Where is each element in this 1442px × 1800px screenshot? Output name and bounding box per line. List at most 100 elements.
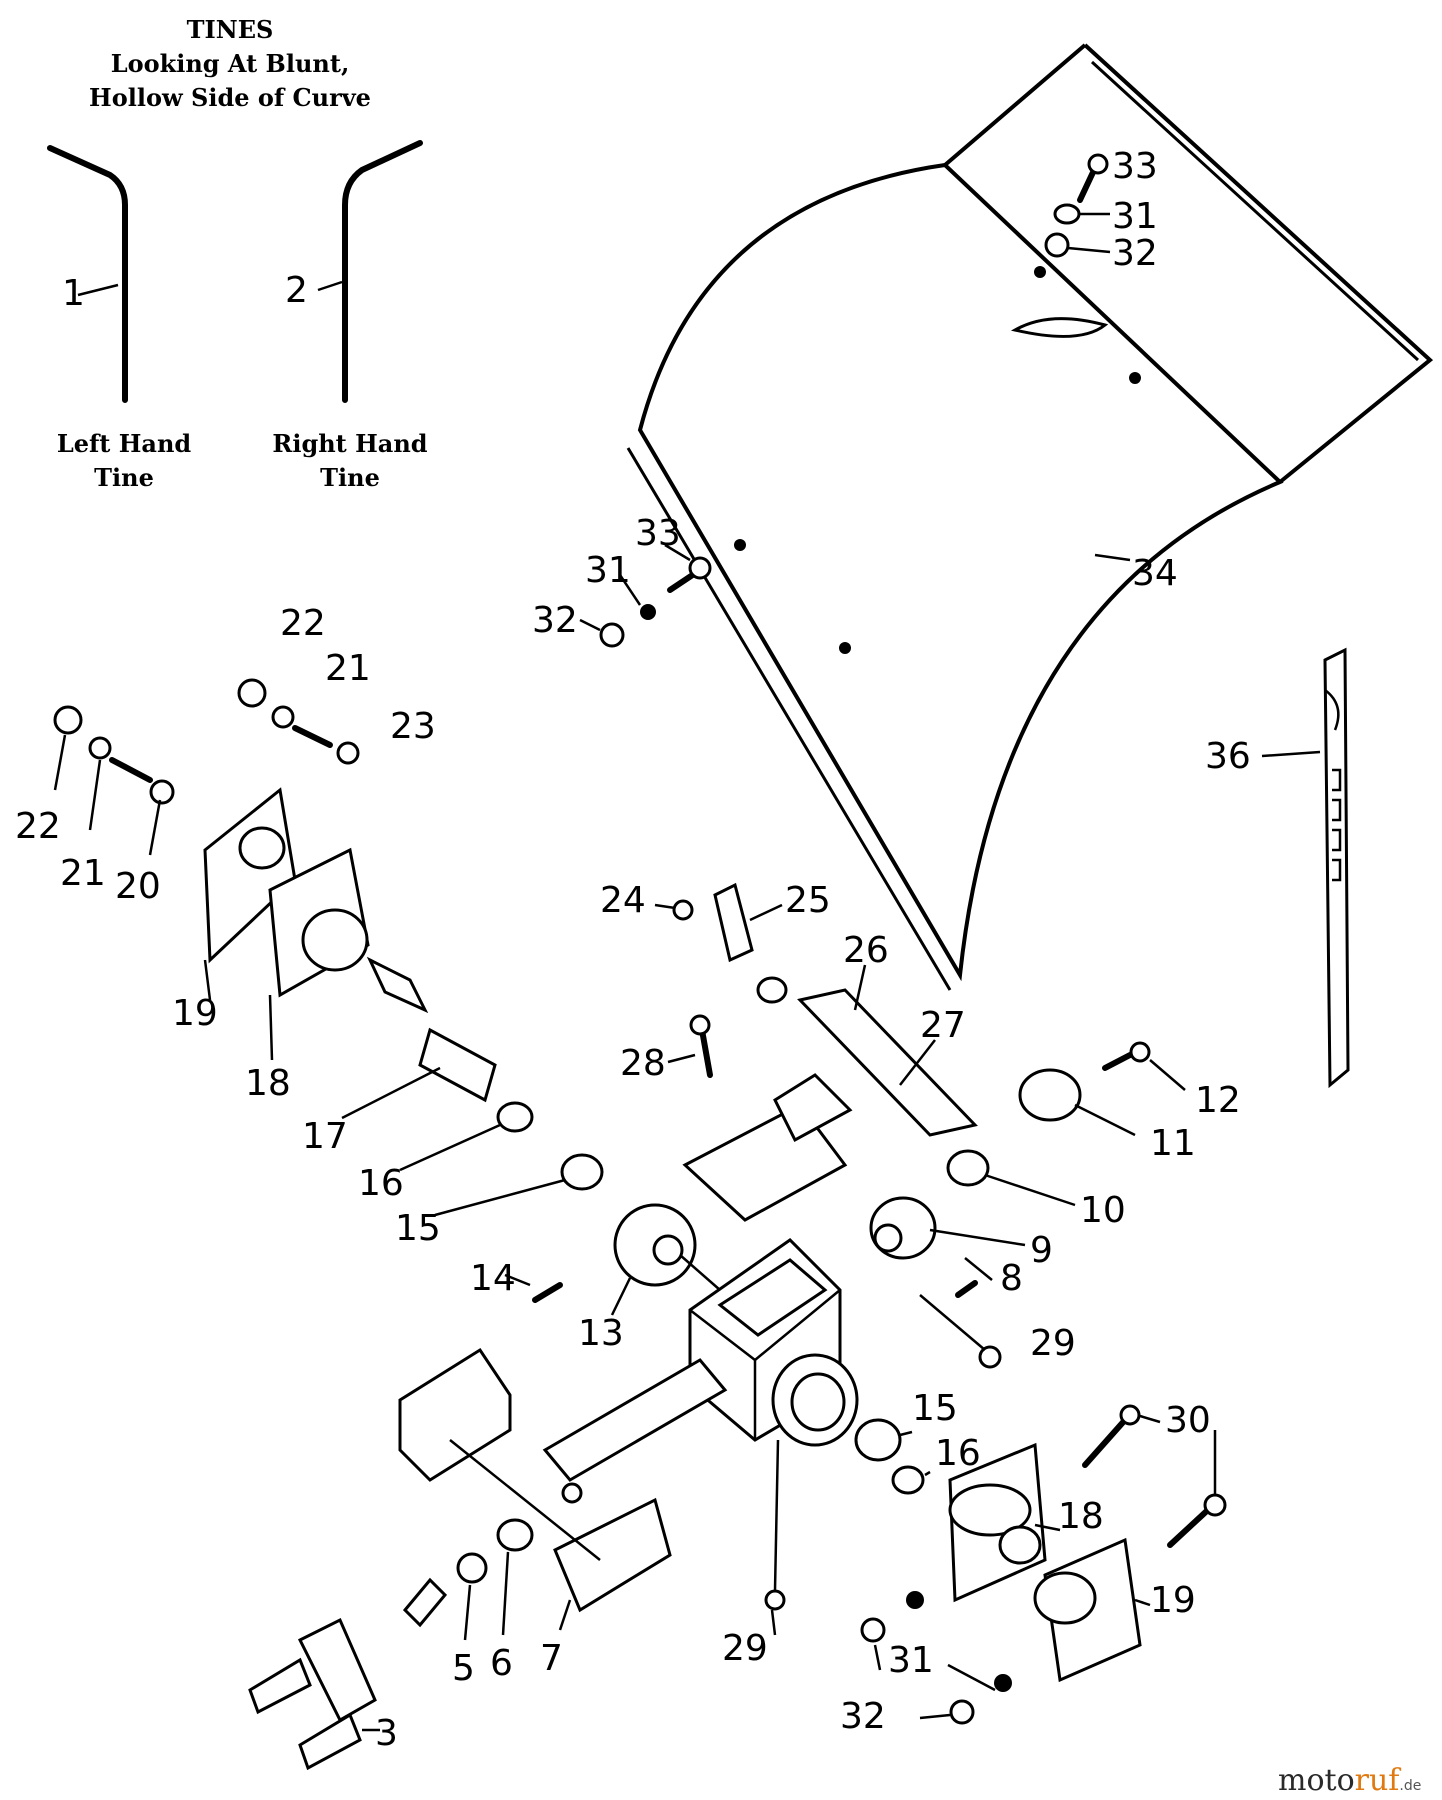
bolt-33-top-shank (1077, 165, 1098, 203)
control-bracket (654, 882, 978, 1222)
leader-18-upper (268, 994, 274, 1061)
leader-10 (984, 1173, 1076, 1207)
flange-19-lower-hub (1033, 1571, 1097, 1625)
right-tine-number: 2 (285, 270, 308, 311)
rail-26 (797, 988, 978, 1137)
leader-32-lower-b (919, 1713, 951, 1720)
seal-5 (456, 1552, 488, 1584)
hub-3-stub-b (298, 1712, 362, 1771)
callout-13: 13 (578, 1313, 624, 1354)
washer-25a (756, 976, 788, 1004)
leader-29-lower (773, 1439, 780, 1591)
seal-16-right (891, 1465, 925, 1495)
tines-title: TINES (187, 15, 274, 44)
callout-21-left: 21 (60, 853, 106, 894)
bolt-30b (1167, 1505, 1213, 1548)
bolt-33-top-head (1087, 153, 1109, 175)
bolt-shank-left (109, 757, 153, 783)
washer-31-lower-a (906, 1591, 924, 1609)
leader-16-right (924, 1470, 931, 1477)
screw-12-head (1129, 1041, 1151, 1063)
gearbox-assembly (398, 1203, 859, 1613)
leader-29-upper (919, 1294, 986, 1351)
callout-12: 12 (1195, 1080, 1241, 1121)
callout-5: 5 (452, 1648, 475, 1689)
leader-17 (341, 1066, 441, 1120)
callout-25: 25 (785, 880, 831, 921)
shield-flange-edge (1083, 43, 1434, 484)
callout-23: 23 (390, 706, 436, 747)
mount-brace (449, 1439, 601, 1561)
watermark-part2: ruf (1355, 1763, 1402, 1798)
leader-7 (558, 1599, 572, 1631)
leader-22-left (53, 734, 67, 791)
leader-5 (463, 1584, 472, 1641)
shield-hole-3 (734, 539, 746, 551)
depth-bar-notch-top (1324, 689, 1340, 731)
nut-22-right (237, 678, 267, 708)
left-tine-shape (47, 145, 128, 403)
callout-15-right: 15 (912, 1388, 958, 1429)
right-tine-label-line1: Right Hand (272, 429, 427, 458)
depth-bar-notches (1332, 768, 1342, 882)
callout-14: 14 (470, 1258, 516, 1299)
shield-flange-top (943, 43, 1087, 167)
leader-28 (667, 1053, 696, 1064)
pin-3 (402, 1577, 448, 1628)
axle-end-assembly (248, 1439, 786, 1771)
worm-assembly (869, 1041, 1186, 1369)
tines-subtitle-line1: Looking At Blunt, (111, 49, 350, 78)
callout-27: 27 (920, 1005, 966, 1046)
watermark: motoruf.de (1278, 1763, 1421, 1798)
hub-3-stub-a (248, 1657, 312, 1715)
mount-bracket-right (553, 1497, 672, 1613)
bolt-30b-head (1203, 1493, 1227, 1517)
bolt-33-bottom-head (688, 556, 712, 580)
callout-16-right: 16 (935, 1433, 981, 1474)
depth-bar-outline (1323, 647, 1350, 1089)
gearbox-bore-inner (790, 1372, 846, 1432)
leader-19-lower (1134, 1598, 1151, 1607)
callout-21-right: 21 (325, 648, 371, 689)
callout-7: 7 (540, 1638, 563, 1679)
leader-27 (899, 1039, 936, 1086)
nut-32-top (1044, 232, 1070, 258)
watermark-part1: moto (1278, 1763, 1355, 1798)
callout-32-top: 32 (1112, 233, 1158, 274)
leader-14 (504, 1273, 531, 1287)
callout-24: 24 (600, 880, 646, 921)
right-bearing-assembly (854, 1404, 1227, 1725)
washer-21-left (88, 736, 112, 760)
callout-29-upper: 29 (1030, 1323, 1076, 1364)
hub-3 (297, 1617, 377, 1723)
callout-19-upper: 19 (172, 993, 218, 1034)
callout-20: 20 (115, 866, 161, 907)
shield-top-hardware (1044, 153, 1111, 258)
right-hand-tine: 2 Right Hand Tine (272, 140, 428, 492)
leader-25 (749, 903, 783, 922)
coupling-17 (418, 1027, 497, 1103)
flange-19-hub (238, 826, 286, 870)
leader-9 (929, 1228, 1026, 1247)
callout-16-left: 16 (358, 1163, 404, 1204)
depth-bar (1261, 647, 1350, 1089)
spacer-20 (149, 779, 175, 805)
callout-11: 11 (1150, 1123, 1196, 1164)
shield-bottom-edge (626, 447, 952, 991)
callout-28: 28 (620, 1043, 666, 1084)
leader-21-left (88, 759, 102, 831)
leader-20 (148, 799, 162, 856)
shield-slot (1010, 317, 1109, 338)
leader-32-bottom (579, 618, 601, 632)
tine-shield (626, 43, 1434, 991)
leader-15-left (434, 1178, 566, 1217)
shaft-key (366, 956, 429, 1014)
bolt-28-head (689, 1014, 711, 1036)
callout-32-lower: 32 (840, 1696, 886, 1737)
watermark-suffix: .de (1399, 1778, 1421, 1794)
bearing-15-left (560, 1153, 604, 1191)
lever-27 (773, 1073, 853, 1143)
seal-16-left (496, 1101, 534, 1133)
bracket-25 (713, 882, 754, 963)
callout-10: 10 (1080, 1190, 1126, 1231)
